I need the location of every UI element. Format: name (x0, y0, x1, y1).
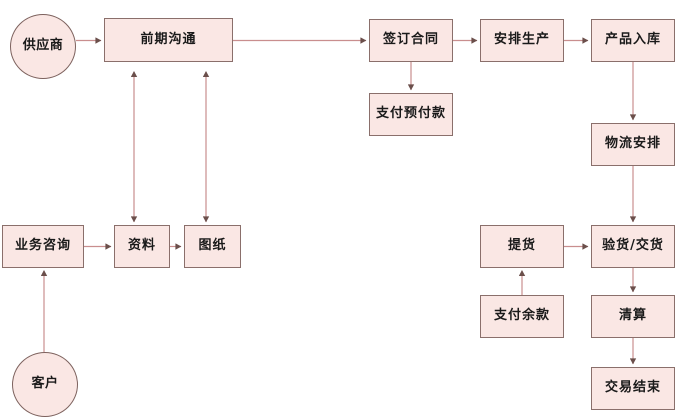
node-arrange-prod[interactable]: 安排生产 (480, 19, 564, 62)
node-settlement[interactable]: 清算 (591, 295, 675, 338)
node-pay-balance[interactable]: 支付余款 (480, 295, 564, 338)
node-pickup[interactable]: 提货 (480, 225, 564, 268)
node-biz-inquiry[interactable]: 业务咨询 (2, 225, 84, 268)
node-sign-contract[interactable]: 签订合同 (369, 19, 453, 62)
node-deal-end[interactable]: 交易结束 (591, 367, 675, 410)
node-customer[interactable]: 客户 (12, 352, 78, 417)
node-inspect-deliver[interactable]: 验货/交货 (591, 225, 675, 268)
node-pre-comm[interactable]: 前期沟通 (104, 18, 233, 62)
node-pay-deposit[interactable]: 支付预付款 (369, 93, 453, 136)
node-drawings[interactable]: 图纸 (184, 225, 241, 268)
node-product-stock[interactable]: 产品入库 (591, 19, 675, 62)
node-supplier[interactable]: 供应商 (10, 14, 76, 79)
node-materials[interactable]: 资料 (114, 225, 170, 268)
node-logistics[interactable]: 物流安排 (591, 123, 675, 166)
